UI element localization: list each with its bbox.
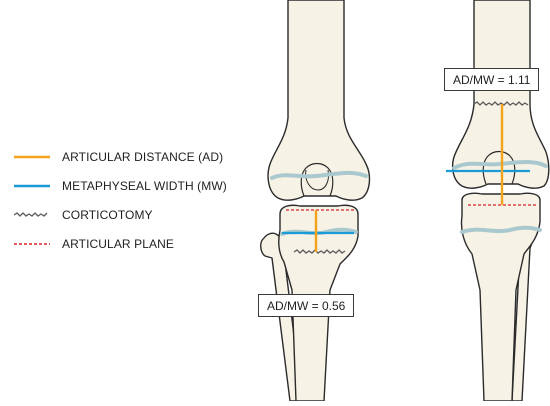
legend-label: ARTICULAR PLANE (62, 237, 174, 251)
metaphyseal-width-swatch-icon (14, 182, 50, 190)
legend-label: ARTICULAR DISTANCE (AD) (62, 150, 224, 164)
right-knee (446, 0, 550, 402)
right-corticotomy (473, 101, 529, 106)
right-femur-notch (482, 150, 516, 185)
left-corticotomy (293, 249, 346, 254)
right-tibia (460, 192, 541, 402)
right-tibia-physis (460, 225, 542, 234)
legend-item-corticotomy: CORTICOTOMY (14, 207, 153, 223)
left-femur-physis (270, 170, 368, 180)
legend-item-metaphyseal-width: METAPHYSEAL WIDTH (MW) (14, 178, 227, 194)
articular-distance-swatch-icon (14, 153, 50, 161)
left-patella (305, 169, 329, 191)
legend-item-articular-plane: ARTICULAR PLANE (14, 236, 174, 252)
left-ratio-box: AD/MW = 0.56 (258, 294, 355, 317)
right-femur-physis (452, 160, 548, 170)
right-ratio-box: AD/MW = 1.11 (444, 68, 540, 91)
legend-label: METAPHYSEAL WIDTH (MW) (62, 179, 227, 193)
left-knee (260, 0, 371, 402)
legend-label: CORTICOTOMY (62, 208, 153, 222)
articular-plane-swatch-icon (14, 240, 50, 248)
legend-item-articular-distance: ARTICULAR DISTANCE (AD) (14, 149, 223, 165)
left-femur-notch (300, 162, 334, 197)
left-femur (267, 0, 371, 201)
corticotomy-swatch-icon (14, 211, 50, 219)
right-femur (451, 0, 550, 189)
